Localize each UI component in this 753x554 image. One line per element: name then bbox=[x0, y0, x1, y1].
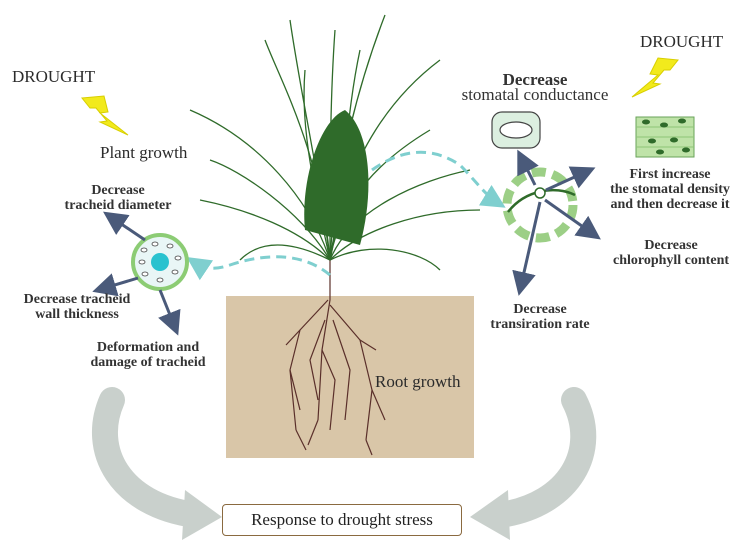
plant-growth-label: Plant growth bbox=[100, 143, 188, 162]
leaf-tissue-icon bbox=[635, 116, 695, 158]
stomatal-conductance-label: Decrease stomatal conductance bbox=[461, 70, 609, 104]
arrow-tracheid-diameter bbox=[103, 211, 146, 242]
arrow-stomatal-density bbox=[545, 166, 596, 192]
dashed-arrow-to-leaf bbox=[371, 150, 506, 208]
arrow-tracheid-wall bbox=[92, 273, 139, 297]
tracheid-wall-label: Decrease tracheid wall thickness bbox=[23, 292, 131, 322]
arrow-stomatal-conductance bbox=[517, 149, 539, 186]
lightning-bolt-icon bbox=[631, 57, 679, 98]
tracheid-damage-label: Deformation and damage of tracheid bbox=[90, 340, 206, 370]
lightning-bolt-icon bbox=[81, 95, 129, 136]
root-growth-label: Root growth bbox=[375, 372, 461, 391]
big-curved-arrow-left bbox=[91, 387, 208, 528]
leaf-cross-section-icon bbox=[502, 167, 578, 243]
arrow-tracheid-damage bbox=[158, 289, 181, 336]
tracheid-diameter-label: Decrease tracheid diameter bbox=[64, 183, 172, 213]
arrow-chlorophyll bbox=[544, 198, 601, 240]
root-system bbox=[285, 260, 386, 456]
soil-block bbox=[226, 296, 474, 458]
big-curved-arrow-right bbox=[487, 387, 597, 528]
stoma-icon bbox=[491, 111, 541, 149]
chlorophyll-label: Decrease chlorophyll content bbox=[612, 238, 730, 268]
drought-label-right: DROUGHT bbox=[640, 32, 724, 51]
stomatal-density-label: First increase the stomatal density and … bbox=[610, 167, 730, 212]
big-curved-arrow-right-head bbox=[470, 490, 510, 540]
tracheid-cross-section-icon bbox=[131, 233, 189, 291]
arrow-transpiration bbox=[512, 201, 542, 296]
drought-label-left: DROUGHT bbox=[12, 67, 96, 86]
plant-crown bbox=[304, 110, 369, 245]
dashed-arrow-to-tracheid bbox=[186, 255, 331, 281]
transpiration-label: Decrease transiration rate bbox=[490, 302, 590, 332]
big-curved-arrow-left-head bbox=[182, 490, 222, 540]
response-to-drought-box: Response to drought stress bbox=[222, 504, 462, 536]
